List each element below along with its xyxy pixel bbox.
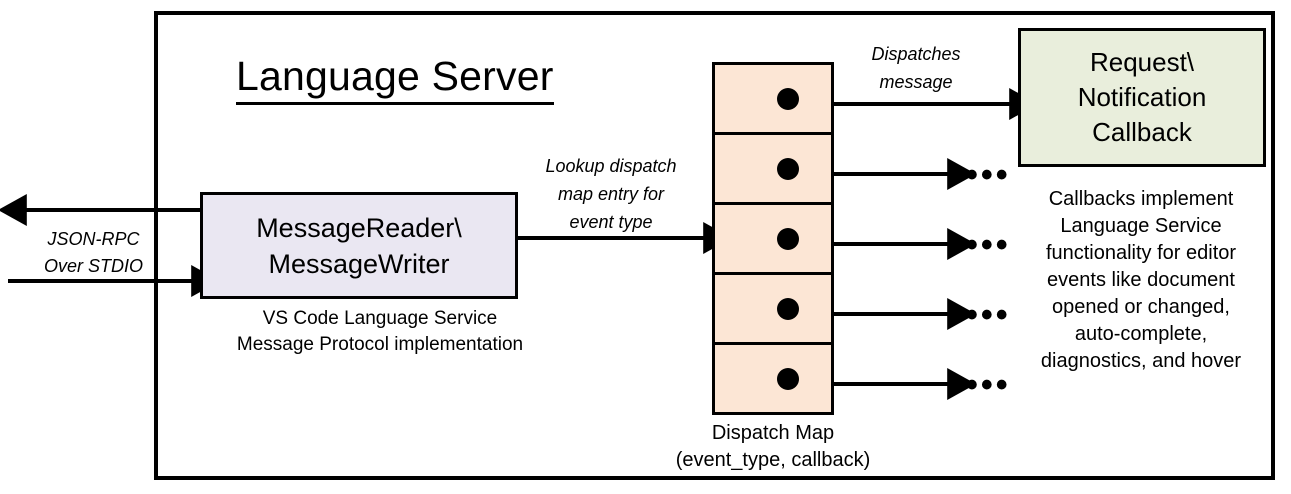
- callback-line1: Request\: [1089, 47, 1195, 77]
- ellipsis-row-3: •••: [966, 226, 1011, 264]
- message-io-box[interactable]: MessageReader\ MessageWriter: [200, 192, 518, 299]
- dispatches-message-line2: message: [879, 72, 953, 92]
- callback-caption-line1: Callbacks implement: [1048, 188, 1234, 210]
- dispatch-map-caption-line1: Dispatch Map: [711, 422, 835, 444]
- page-title: Language Server: [236, 52, 554, 105]
- message-io-line2: MessageWriter: [268, 248, 450, 279]
- dispatch-map-caption-line2: (event_type, callback): [675, 449, 871, 471]
- callback-caption-line3: functionality for editor: [1045, 242, 1237, 264]
- dispatch-map-row[interactable]: [715, 345, 831, 412]
- callback-dot-icon: [777, 227, 799, 250]
- dispatches-message-label: Dispatches message: [836, 40, 996, 96]
- message-io-caption-line2: Message Protocol implementation: [236, 334, 524, 355]
- callback-dot-icon: [777, 157, 799, 180]
- lookup-dispatch-line1: Lookup dispatch: [545, 156, 677, 176]
- dispatch-map-caption: Dispatch Map (event_type, callback): [643, 420, 903, 474]
- dispatch-map-row[interactable]: [715, 205, 831, 275]
- callback-line2: Notification: [1077, 82, 1207, 112]
- message-io-caption: VS Code Language Service Message Protoco…: [200, 306, 560, 358]
- dispatches-message-line1: Dispatches: [871, 44, 961, 64]
- ellipsis-row-5: •••: [966, 366, 1011, 404]
- callback-caption-line2: Language Service: [1060, 215, 1222, 237]
- dispatch-map-table[interactable]: [712, 62, 834, 415]
- transport-label-line2: Over STDIO: [43, 256, 143, 276]
- lookup-dispatch-line2: map entry for: [557, 184, 665, 204]
- transport-label-line1: JSON-RPC: [47, 229, 140, 249]
- lookup-dispatch-line3: event type: [569, 212, 653, 232]
- transport-label: JSON-RPC Over STDIO: [26, 226, 161, 280]
- lookup-dispatch-label: Lookup dispatch map entry for event type: [520, 152, 702, 236]
- callback-caption-line6: auto-complete,: [1074, 323, 1208, 345]
- callback-box[interactable]: Request\ Notification Callback: [1018, 28, 1266, 167]
- message-io-caption-line1: VS Code Language Service: [262, 308, 498, 329]
- callback-caption: Callbacks implement Language Service fun…: [1006, 186, 1276, 375]
- dispatch-map-row[interactable]: [715, 135, 831, 205]
- callback-line3: Callback: [1092, 117, 1192, 147]
- ellipsis-row-4: •••: [966, 296, 1011, 334]
- language-server-frame: [154, 11, 1275, 480]
- ellipsis-row-2: •••: [966, 156, 1011, 194]
- callback-dot-icon: [777, 367, 799, 390]
- callback-dot-icon: [777, 87, 799, 110]
- callback-caption-line7: diagnostics, and hover: [1040, 350, 1242, 372]
- dispatch-map-row[interactable]: [715, 65, 831, 135]
- callback-caption-line4: events like document: [1047, 269, 1235, 291]
- callback-caption-line5: opened or changed,: [1052, 296, 1230, 318]
- dispatch-map-row[interactable]: [715, 275, 831, 345]
- message-io-line1: MessageReader\: [256, 212, 462, 243]
- callback-dot-icon: [777, 297, 799, 320]
